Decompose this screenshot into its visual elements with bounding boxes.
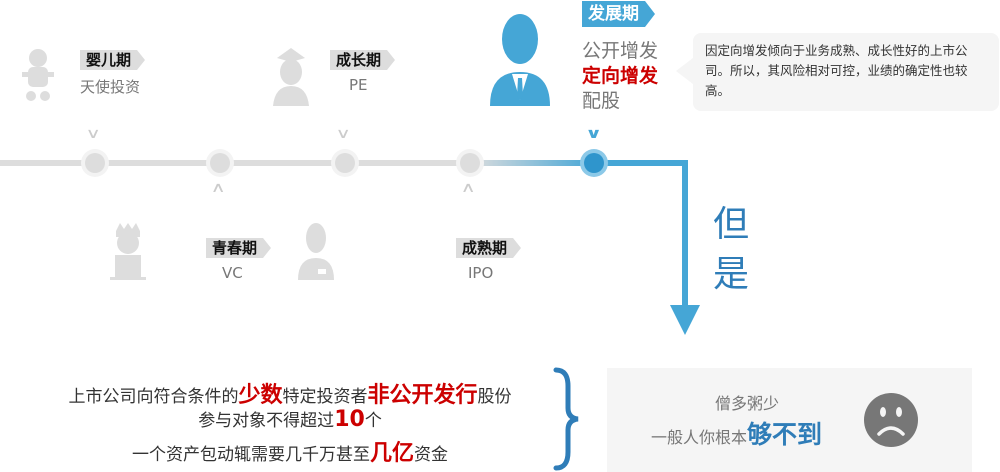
definition-line: 上市公司向符合条件的少数特定投资者非公开发行股份 (10, 377, 570, 409)
text: 资金 (414, 445, 448, 465)
definition-line: 一个资产包动辄需要几千万甚至几亿资金 (10, 435, 570, 467)
tooltip: 因定向增发倾向于业务成熟、成长性好的上市公司。所以，其风险相对可控，业绩的确定性… (693, 33, 999, 111)
timeline-line-gradient (470, 160, 595, 166)
arrow-shaft (682, 160, 688, 310)
teen-icon (110, 223, 146, 280)
conclusion-line1: 僧多粥少 (715, 394, 780, 413)
timeline-dot[interactable] (335, 153, 355, 173)
but-text: 是 (713, 254, 750, 295)
tooltip-arrow (676, 58, 693, 84)
timeline-dot[interactable] (460, 153, 480, 173)
timeline-line-blue (595, 160, 688, 166)
timeline-dot[interactable] (85, 153, 105, 173)
arrow-head (670, 305, 700, 335)
businessman-icon (490, 14, 550, 106)
stage-sub: IPO (468, 264, 494, 282)
stage-label: 青春期 (206, 238, 272, 258)
text: 参与对象不得超过 (198, 411, 335, 431)
adult-icon (298, 223, 334, 280)
text: 股份 (477, 387, 512, 407)
highlight: 10 (334, 407, 365, 432)
highlight: 少数 (238, 383, 283, 408)
text: 特定投资者 (282, 387, 368, 407)
text: 一个资产包动辄需要几千万甚至 (131, 445, 370, 465)
definition-line: 参与对象不得超过10个 (10, 406, 570, 432)
text: 上市公司向符合条件的 (68, 387, 239, 407)
stage-label-active: 发展期 (582, 1, 655, 27)
emphasis: 够不到 (747, 420, 823, 449)
method: 公开增发 (582, 40, 659, 62)
baby-icon (22, 49, 54, 101)
conclusion-line2: 一般人你根本够不到 (651, 415, 822, 451)
graduate-icon (273, 48, 309, 106)
text: 个 (364, 411, 382, 431)
chevron-down-icon: ∨ (335, 126, 351, 142)
brace-icon (553, 367, 579, 471)
timeline-dot[interactable] (210, 153, 230, 173)
stage-sub: VC (222, 264, 243, 282)
chevron-down-icon: ∨ (85, 126, 101, 142)
timeline-line (0, 160, 470, 166)
sad-face-icon (864, 393, 918, 447)
but-text: 但 (713, 204, 750, 245)
method-highlight: 定向增发 (582, 65, 659, 87)
timeline-dot-active[interactable] (584, 153, 604, 173)
chevron-up-icon: ∧ (460, 180, 476, 196)
conclusion-box: 僧多粥少 一般人你根本够不到 (607, 368, 972, 472)
stage-label: 婴儿期 (80, 50, 146, 70)
stage-sub: PE (349, 76, 368, 94)
text: 一般人你根本 (651, 428, 748, 447)
stage-label: 成熟期 (456, 238, 522, 258)
stage-sub: 天使投资 (80, 78, 141, 96)
highlight: 几亿 (369, 441, 414, 466)
method: 配股 (582, 90, 621, 112)
stage-label: 成长期 (330, 50, 396, 70)
chevron-up-icon: ∧ (210, 180, 226, 196)
chevron-down-icon: ∨ (585, 126, 603, 142)
highlight: 非公开发行 (367, 383, 478, 408)
